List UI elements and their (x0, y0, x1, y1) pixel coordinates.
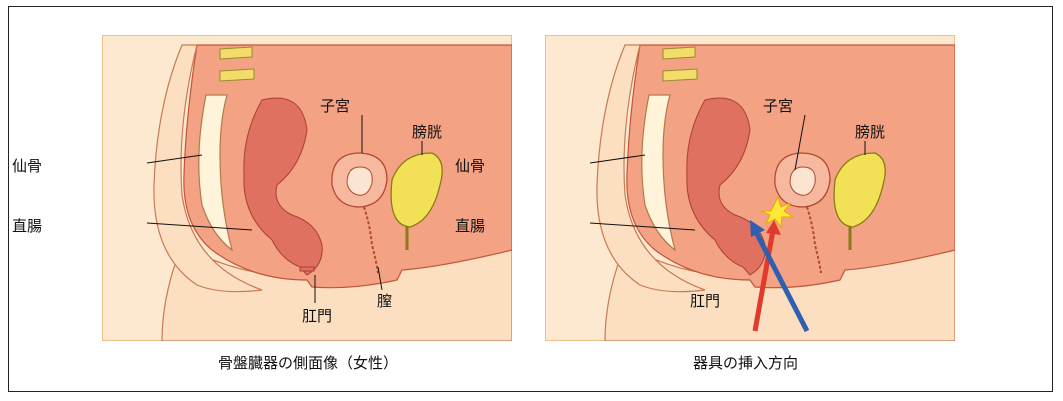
pelvic-side-view-panel: 仙骨 直腸 子宮 膀胱 肛門 膣 (102, 35, 512, 341)
caption-left: 骨盤臓器の側面像（女性） (218, 352, 398, 373)
right-leader-lines (455, 35, 955, 341)
insertion-direction-panel: 仙骨 直腸 子宮 膀胱 肛門 (545, 35, 955, 341)
caption-right: 器具の挿入方向 (693, 352, 798, 373)
left-leader-lines (12, 35, 512, 341)
